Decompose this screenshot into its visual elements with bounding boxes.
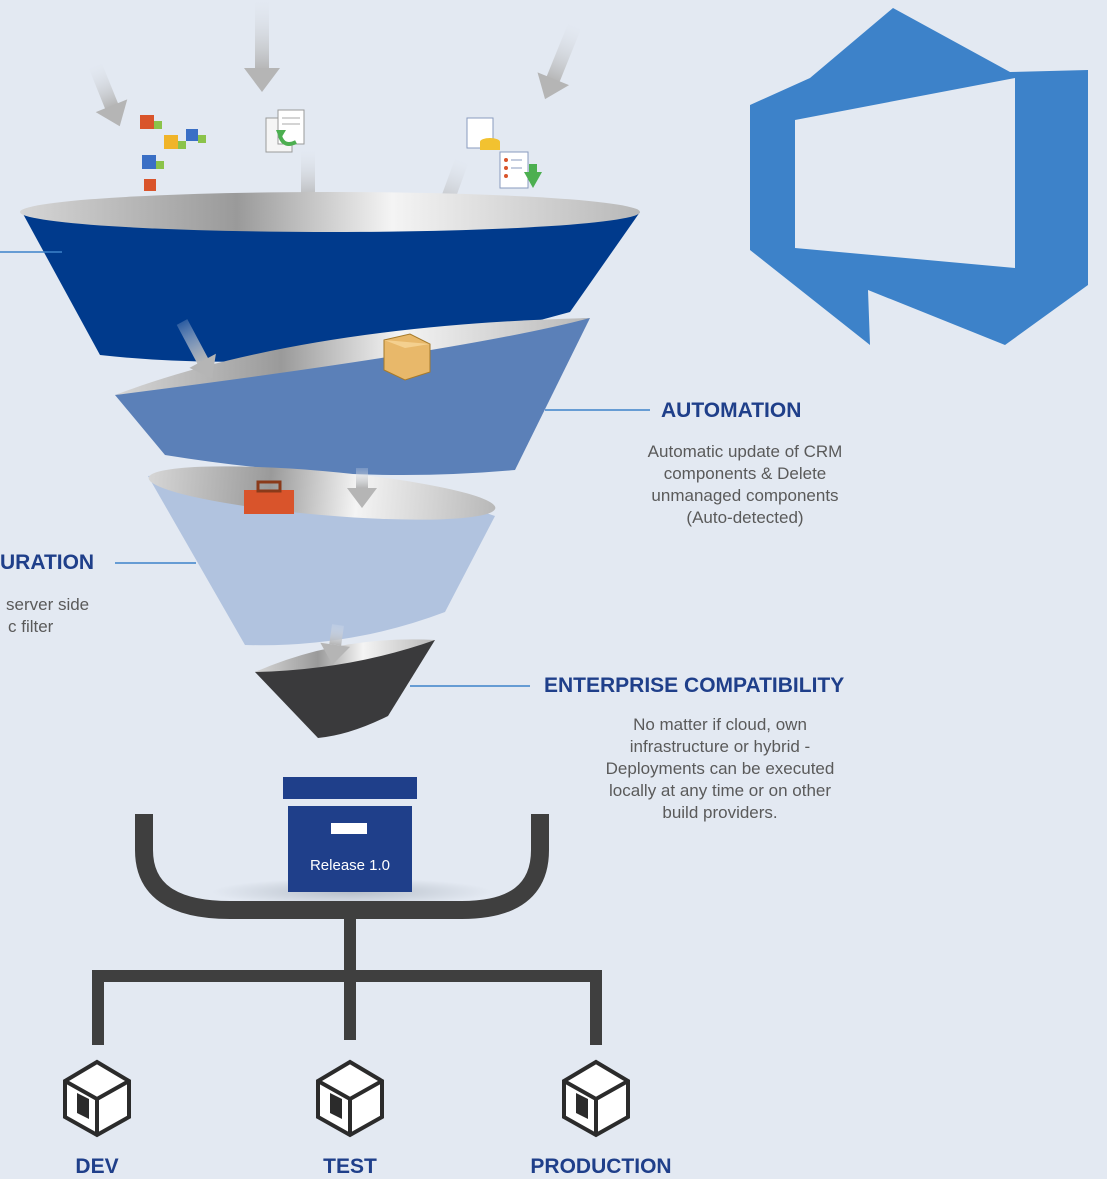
dynamics-box-icon <box>562 1059 630 1138</box>
env-label-test: TEST <box>323 1155 377 1178</box>
funnel-stage-3 <box>148 466 496 646</box>
inner-arrow-1 <box>176 319 216 379</box>
automation-line: unmanaged components <box>651 486 839 505</box>
product-box-icon <box>383 333 431 381</box>
dynamics-box-icon <box>316 1059 384 1138</box>
env-label-dev: DEV <box>75 1155 119 1178</box>
enterprise-line: infrastructure or hybrid - <box>629 737 811 756</box>
automation-line: Automatic update of CRM <box>647 442 843 461</box>
dynamics-box-icon <box>63 1059 131 1138</box>
enterprise-line: No matter if cloud, own <box>633 715 807 734</box>
release-box <box>283 777 417 892</box>
enterprise-line: locally at any time or on other <box>608 781 832 800</box>
configuration-title: URATION <box>0 551 95 574</box>
automation-title: AUTOMATION <box>661 399 802 422</box>
azure-devops-logo <box>750 8 1088 345</box>
configuration-line: server side <box>6 595 90 614</box>
database-list-icon <box>466 117 542 189</box>
automation-line: components & Delete <box>663 464 827 483</box>
document-refresh-icon <box>265 109 305 153</box>
automation-description: Automatic update of CRM components & Del… <box>600 441 890 529</box>
package-add-icon <box>140 115 206 191</box>
enterprise-line: build providers. <box>662 803 778 822</box>
enterprise-line: Deployments can be executed <box>605 759 835 778</box>
funnel-stage-4 <box>255 639 435 738</box>
release-label: Release 1.0 <box>309 857 391 874</box>
enterprise-title: ENTERPRISE COMPATIBILITY <box>544 674 845 697</box>
configuration-description: server side c filter <box>0 594 89 638</box>
distribution-tree <box>92 910 602 1045</box>
automation-line: (Auto-detected) <box>686 508 804 527</box>
enterprise-description: No matter if cloud, own infrastructure o… <box>570 714 870 824</box>
inner-arrow-2 <box>347 468 377 508</box>
briefcase-icon <box>244 480 294 514</box>
env-label-production: PRODUCTION <box>530 1155 672 1178</box>
inner-arrow-3 <box>320 624 351 665</box>
configuration-line: c filter <box>8 617 54 636</box>
funnel-stage-2 <box>115 318 590 475</box>
